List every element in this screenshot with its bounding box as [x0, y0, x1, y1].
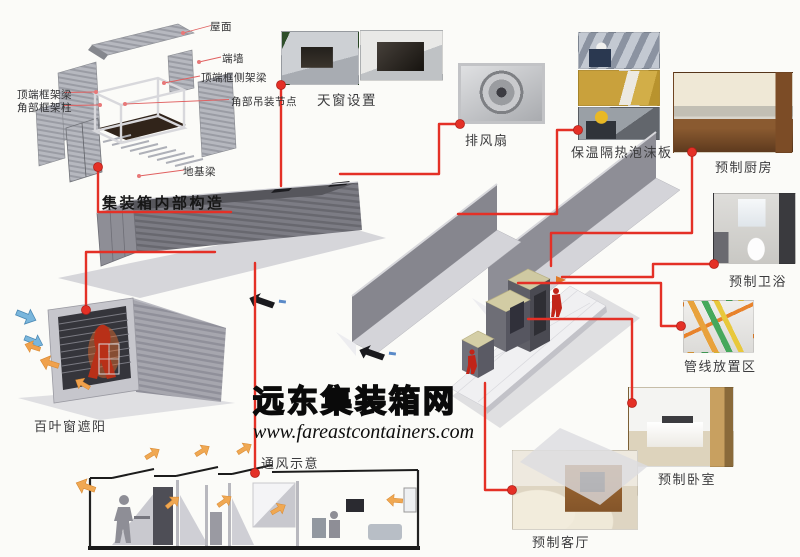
photo-insulation-install	[578, 32, 660, 69]
label-container-internal-structure: 集装箱内部构造	[102, 194, 225, 212]
photo-foam-board	[578, 70, 660, 106]
label-skylight: 天窗设置	[317, 93, 377, 109]
label-prefab-bedroom: 预制卧室	[658, 473, 717, 488]
exploded-callout-dots	[94, 31, 201, 178]
exploded-callout-lines	[63, 25, 230, 177]
label-prefab-bathroom: 预制卫浴	[729, 275, 788, 290]
louver-container-art	[13, 297, 235, 420]
label-corner-frame-column: 角部框架柱	[17, 102, 72, 114]
label-foundation-beam: 地基梁	[183, 166, 216, 178]
photo-skylight-dome	[360, 30, 443, 81]
label-louver-shading: 百叶窗遮阳	[34, 420, 107, 435]
photo-pipeline-zone	[683, 300, 754, 353]
label-insulation-board: 保温隔热泡沫板	[571, 146, 673, 161]
label-prefab-kitchen: 预制厨房	[715, 161, 774, 176]
label-pipeline-zone: 管线放置区	[684, 360, 757, 375]
label-top-side-frame-beam: 顶端框侧架梁	[201, 72, 267, 84]
label-exhaust-fan: 排风扇	[465, 134, 509, 149]
watermark-title: 远东集装箱网	[252, 383, 457, 421]
photo-skylight-roof-open	[281, 31, 359, 85]
watermark: 远东集装箱网 www.fareastcontainers.com	[252, 381, 475, 444]
photo-insulation-worker	[578, 107, 660, 140]
wall-panels-art	[248, 131, 681, 361]
photo-prefab-bedroom	[628, 387, 734, 467]
ventilation-section-art	[73, 438, 420, 550]
label-roof: 屋面	[210, 21, 232, 33]
photo-prefab-bathroom	[713, 193, 796, 264]
photo-exhaust-fan	[458, 63, 545, 124]
label-corner-lifting-node: 角部吊装节点	[231, 96, 297, 108]
photo-prefab-living-room	[512, 450, 638, 530]
label-end-wall: 端墙	[222, 53, 244, 65]
photo-prefab-kitchen	[673, 72, 793, 153]
watermark-url: www.fareastcontainers.com	[253, 421, 475, 444]
label-prefab-living-room: 预制客厅	[532, 536, 591, 551]
label-ventilation: 通风示意	[261, 457, 320, 472]
